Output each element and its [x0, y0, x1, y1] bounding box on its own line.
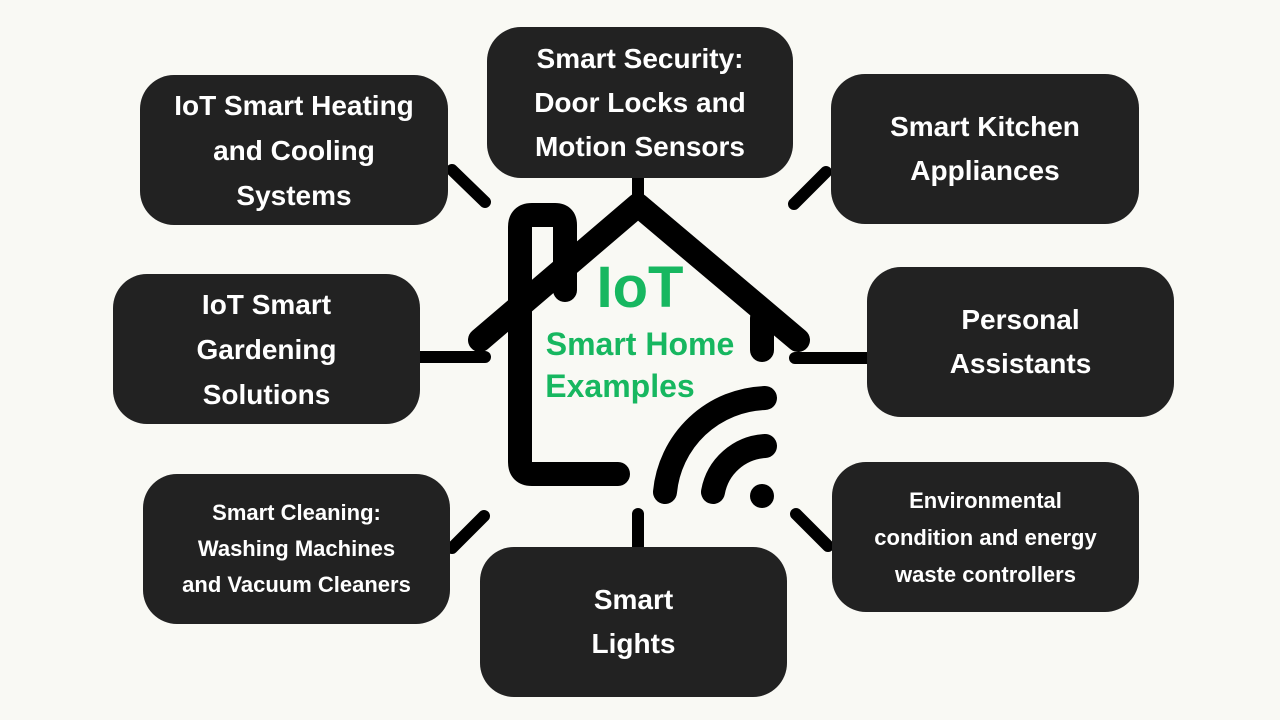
node-label: Environmental condition and energy waste… — [874, 487, 1097, 587]
node-label: Smart Cleaning: Washing Machines and Vac… — [182, 500, 411, 597]
connector-kitchen — [788, 166, 832, 210]
connectors — [414, 164, 874, 554]
node-smart-gardening: IoT Smart Gardening Solutions — [113, 274, 420, 424]
node-smart-kitchen: Smart Kitchen Appliances — [831, 74, 1139, 224]
node-label: IoT Smart Heating and Cooling Systems — [174, 89, 414, 211]
node-smart-lights: Smart Lights — [480, 547, 787, 697]
wifi-icon — [653, 386, 777, 504]
node-environmental-controllers: Environmental condition and energy waste… — [832, 462, 1139, 612]
node-label: Smart Kitchen Appliances — [890, 111, 1080, 186]
connector-heating — [446, 164, 491, 208]
node-label: Personal Assistants — [949, 304, 1092, 379]
node-smart-cleaning: Smart Cleaning: Washing Machines and Vac… — [143, 474, 450, 624]
center-subtitle-examples: Examples — [545, 368, 695, 404]
node-label: Smart Lights — [591, 584, 676, 659]
wifi-dot-icon — [750, 484, 774, 508]
node-smart-security: Smart Security: Door Locks and Motion Se… — [487, 27, 793, 178]
center-subtitle-smart-home: Smart Home — [545, 326, 735, 362]
node-label: Smart Security: Door Locks and Motion Se… — [534, 42, 746, 162]
connector-cleaning — [446, 510, 490, 554]
connector-environmental — [790, 508, 834, 552]
node-label: IoT Smart Gardening Solutions — [196, 288, 337, 410]
node-personal-assistants: Personal Assistants — [867, 267, 1174, 417]
center-title-iot: IoT — [596, 255, 684, 320]
node-heating-cooling: IoT Smart Heating and Cooling Systems — [140, 75, 448, 225]
house-icon — [468, 193, 810, 486]
